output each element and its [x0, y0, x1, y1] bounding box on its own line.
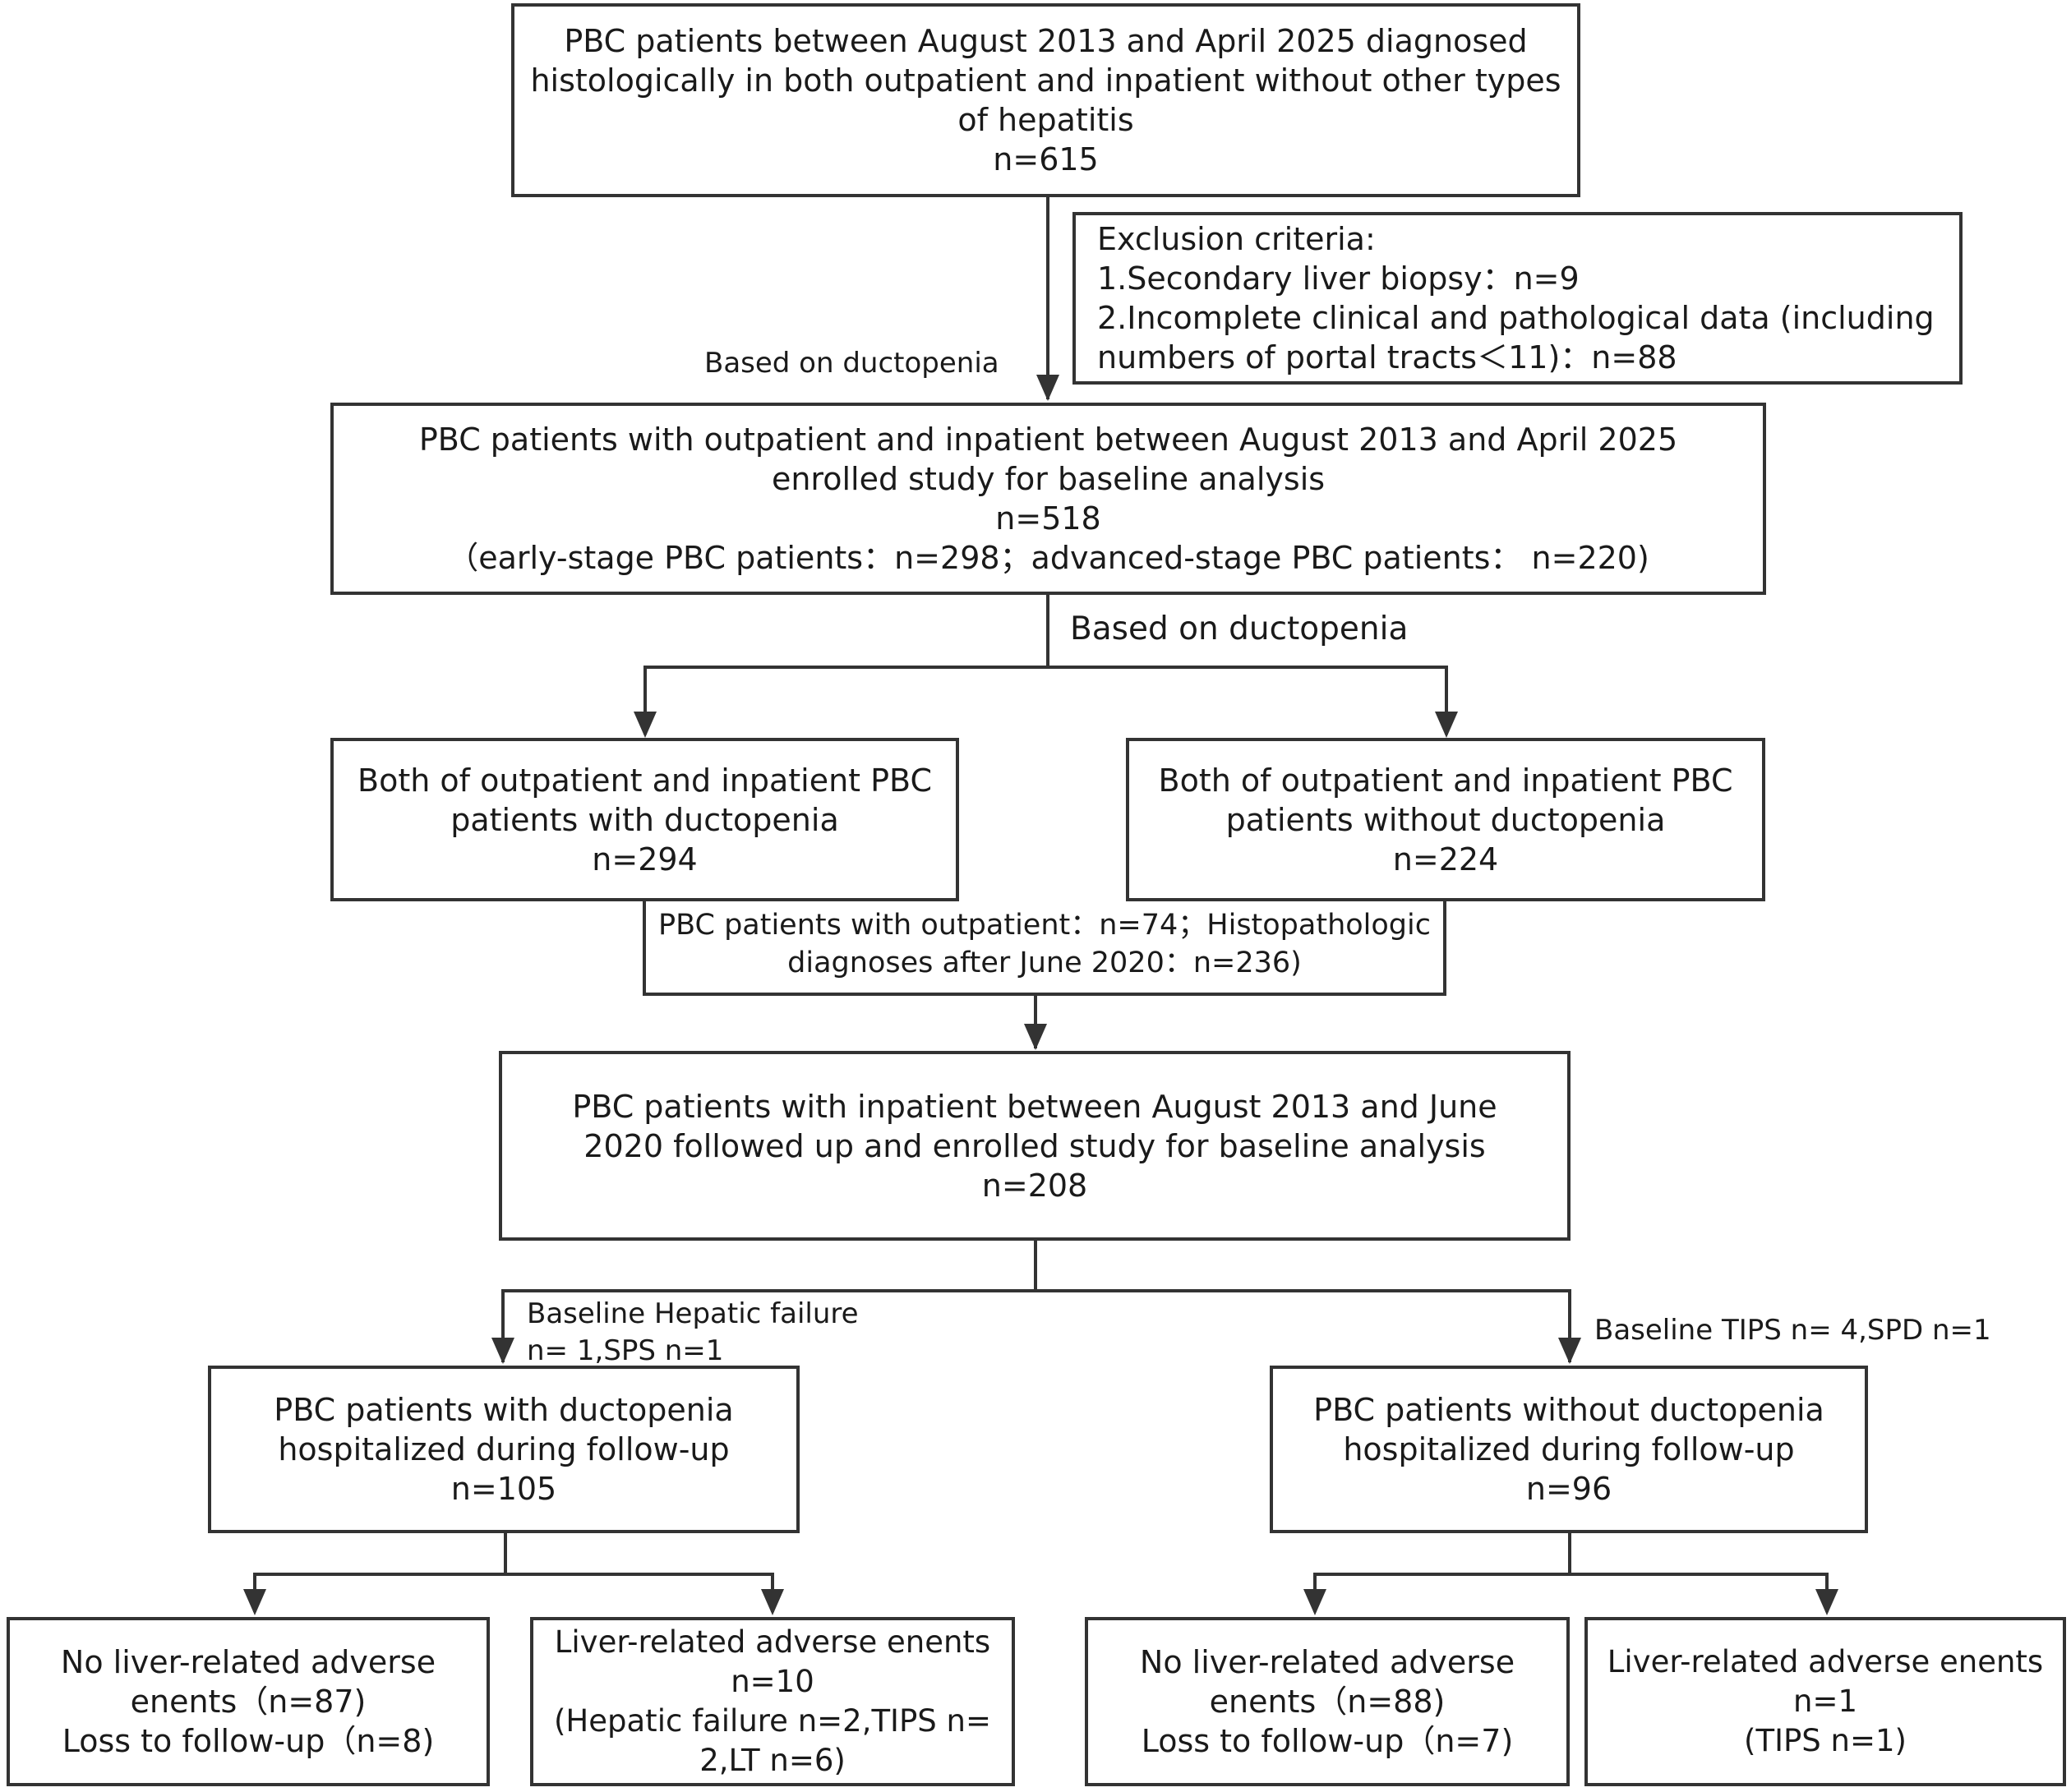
baseline-cohort-stages: （early-stage PBC patients：n=298；advanced… — [447, 540, 1649, 576]
followup-cohort-count: n=208 — [981, 1167, 1088, 1204]
with-ductopenia-box: Both of outpatient and inpatient PBC pat… — [330, 738, 959, 901]
arrow-hosp-without-to-no-events — [1313, 1532, 1571, 1612]
without-ductopenia-count: n=224 — [1392, 841, 1499, 878]
arrow-hosp-with-to-no-events — [253, 1532, 507, 1612]
arrowhead-without-no-events — [1303, 1589, 1326, 1615]
with-no-events-line-1: No liver-related adverse — [60, 1644, 436, 1680]
initial-cohort-count: n=615 — [993, 141, 1099, 177]
baseline-cohort-count: n=518 — [995, 500, 1101, 537]
arrowhead-with-no-events — [243, 1589, 266, 1615]
baseline-tips-label: Baseline TIPS n= 4,SPD n=1 — [1594, 1314, 1991, 1347]
with-ductopenia-line-1: Both of outpatient and inpatient PBC — [357, 762, 932, 799]
with-events-line-4: 2,LT n=6) — [699, 1743, 846, 1778]
without-ductopenia-line-1: Both of outpatient and inpatient PBC — [1158, 762, 1733, 799]
arrow-baseline-to-with-ductopenia — [643, 593, 1049, 735]
hospitalized-with-count: n=105 — [450, 1471, 557, 1507]
hospitalized-without-line-1: PBC patients without ductopenia — [1313, 1392, 1824, 1428]
arrow-hosp-without-to-events — [1570, 1573, 1829, 1612]
arrowhead-hosp-without — [1558, 1338, 1581, 1364]
with-no-events-line-2: enents（n=87) — [130, 1684, 367, 1720]
with-ductopenia-no-events-box: No liver-related adverse enents（n=87) Lo… — [7, 1617, 490, 1786]
initial-cohort-line-3: of hepatitis — [957, 102, 1134, 138]
followup-cohort-line-2: 2020 followed up and enrolled study for … — [583, 1127, 1486, 1164]
based-on-ductopenia-label-2: Based on ductopenia — [1070, 610, 1409, 647]
followup-cohort-box: PBC patients with inpatient between Augu… — [499, 1051, 1571, 1241]
arrowhead-with-ductopenia — [634, 712, 657, 738]
hospitalized-with-line-1: PBC patients with ductopenia — [274, 1392, 734, 1428]
without-ductopenia-box: Both of outpatient and inpatient PBC pat… — [1126, 738, 1765, 901]
without-no-events-line-1: No liver-related adverse — [1139, 1644, 1515, 1680]
arrowhead-baseline — [1036, 375, 1059, 401]
with-events-line-3: (Hepatic failure n=2,TIPS n= — [554, 1703, 991, 1739]
without-ductopenia-events-box: Liver-related adverse enents n=1 (TIPS n… — [1584, 1617, 2066, 1786]
without-events-line-3: (TIPS n=1) — [1744, 1723, 1907, 1758]
arrow-followup-to-hosp-without — [1036, 1289, 1571, 1362]
initial-cohort-line-2: histologically in both outpatient and in… — [530, 62, 1561, 99]
without-no-events-line-2: enents（n=88) — [1209, 1684, 1446, 1720]
arrow-baseline-to-without-ductopenia — [1048, 666, 1448, 735]
exclusion-criteria-item-2: 2.Incomplete clinical and pathological d… — [1097, 300, 1935, 336]
with-ductopenia-count: n=294 — [592, 841, 698, 878]
baseline-cohort-line-1: PBC patients with outpatient and inpatie… — [418, 422, 1678, 458]
arrow-followup-to-hosp-with — [501, 1239, 1037, 1362]
with-ductopenia-line-2: patients with ductopenia — [450, 801, 839, 838]
followup-cohort-line-1: PBC patients with inpatient between Augu… — [572, 1088, 1497, 1125]
initial-cohort-box: PBC patients between August 2013 and Apr… — [511, 3, 1580, 197]
with-events-line-1: Liver-related adverse enents — [554, 1624, 991, 1660]
without-events-line-1: Liver-related adverse enents — [1607, 1644, 2044, 1679]
excluded-outpatient-line-2: diagnoses after June 2020：n=236) — [787, 947, 1302, 979]
with-events-line-2: n=10 — [731, 1664, 814, 1699]
without-events-line-2: n=1 — [1793, 1684, 1857, 1719]
hospitalized-without-count: n=96 — [1525, 1471, 1612, 1507]
exclusion-criteria-item-1: 1.Secondary liver biopsy：n=9 — [1097, 260, 1580, 297]
hospitalized-with-line-2: hospitalized during follow-up — [278, 1431, 730, 1467]
hospitalized-without-line-2: hospitalized during follow-up — [1343, 1431, 1795, 1467]
with-no-events-line-3: Loss to follow-up（n=8) — [62, 1723, 435, 1759]
excluded-outpatient-line-1: PBC patients with outpatient：n=74；Histop… — [658, 909, 1431, 942]
arrowhead-hosp-with — [491, 1338, 514, 1364]
exclusion-criteria-box: Exclusion criteria: 1.Secondary liver bi… — [1072, 212, 1963, 385]
exclusion-criteria-item-2-cont: numbers of portal tracts＜11)：n=88 — [1097, 339, 1677, 375]
hospitalized-with-ductopenia-box: PBC patients with ductopenia hospitalize… — [208, 1366, 800, 1533]
without-ductopenia-no-events-box: No liver-related adverse enents（n=88) Lo… — [1085, 1617, 1570, 1786]
with-ductopenia-events-box: Liver-related adverse enents n=10 (Hepat… — [530, 1617, 1015, 1786]
arrowhead-with-events — [761, 1589, 784, 1615]
arrow-hosp-with-to-events — [505, 1573, 774, 1612]
arrowhead-followup — [1024, 1024, 1047, 1050]
arrowhead-without-ductopenia — [1435, 712, 1458, 738]
baseline-cohort-line-2: enrolled study for baseline analysis — [771, 461, 1326, 497]
excluded-outpatient-box: PBC patients with outpatient：n=74；Histop… — [643, 901, 1446, 996]
initial-cohort-line-1: PBC patients between August 2013 and Apr… — [564, 23, 1528, 59]
baseline-hepatic-failure-label-2: n= 1,SPS n=1 — [527, 1334, 724, 1367]
exclusion-criteria-title: Exclusion criteria: — [1097, 221, 1376, 257]
without-no-events-line-3: Loss to follow-up（n=7) — [1141, 1723, 1514, 1759]
hospitalized-without-ductopenia-box: PBC patients without ductopenia hospital… — [1270, 1366, 1868, 1533]
based-on-ductopenia-label-1: Based on ductopenia — [704, 347, 999, 380]
arrowhead-without-events — [1815, 1589, 1838, 1615]
baseline-cohort-box: PBC patients with outpatient and inpatie… — [330, 403, 1766, 595]
without-ductopenia-line-2: patients without ductopenia — [1225, 801, 1666, 838]
baseline-hepatic-failure-label-1: Baseline Hepatic failure — [527, 1297, 859, 1330]
